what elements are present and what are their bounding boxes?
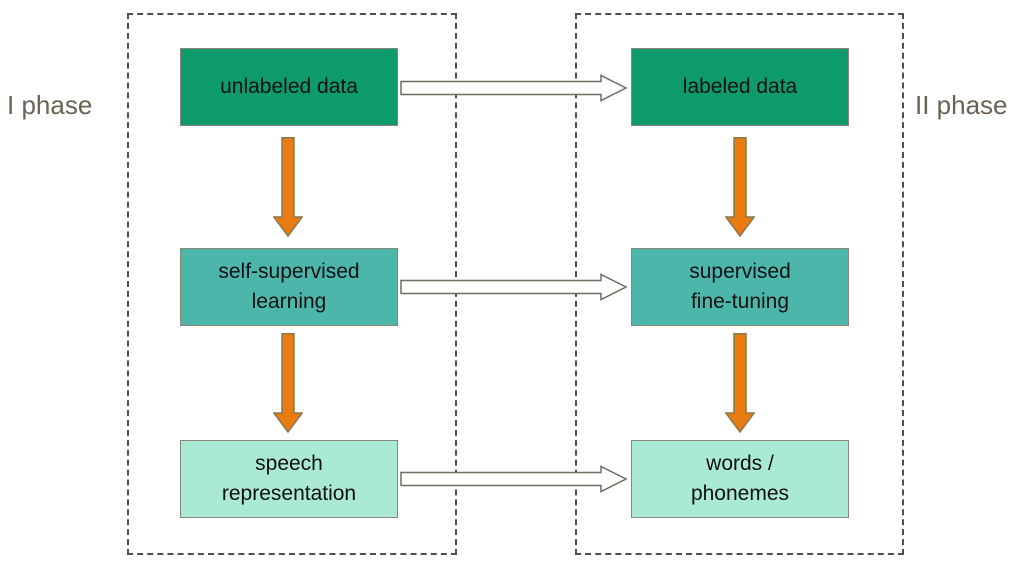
down-arrow-icon [725, 137, 755, 237]
box-label-line1: unlabeled data [220, 74, 358, 98]
box-supervised-fine-tuning: supervised fine-tuning [631, 248, 849, 326]
box-labeled-data: labeled data [631, 48, 849, 126]
phase-2-label: II phase [915, 90, 1008, 120]
box-label-line1: supervised [689, 259, 791, 283]
right-arrow-icon [400, 465, 628, 493]
box-unlabeled-data: unlabeled data [180, 48, 398, 126]
box-label-line1: words / [706, 451, 774, 475]
box-label-line1: self-supervised [218, 259, 360, 283]
box-speech-representation: speech representation [180, 440, 398, 518]
box-label-line1: speech [255, 451, 323, 475]
box-label-line1: labeled data [682, 74, 798, 98]
down-arrow-icon [725, 333, 755, 433]
phase-1-label: I phase [7, 90, 93, 120]
down-arrow-icon [273, 137, 303, 237]
box-label-line2: phonemes [690, 482, 790, 505]
box-label-line2: representation [221, 482, 357, 505]
box-label-line2: learning [251, 290, 327, 313]
down-arrow-icon [273, 333, 303, 433]
right-arrow-icon [400, 273, 628, 301]
box-self-supervised-learning: self-supervised learning [180, 248, 398, 326]
right-arrow-icon [400, 74, 628, 102]
box-words-phonemes: words / phonemes [631, 440, 849, 518]
box-label-line2: fine-tuning [690, 290, 790, 313]
